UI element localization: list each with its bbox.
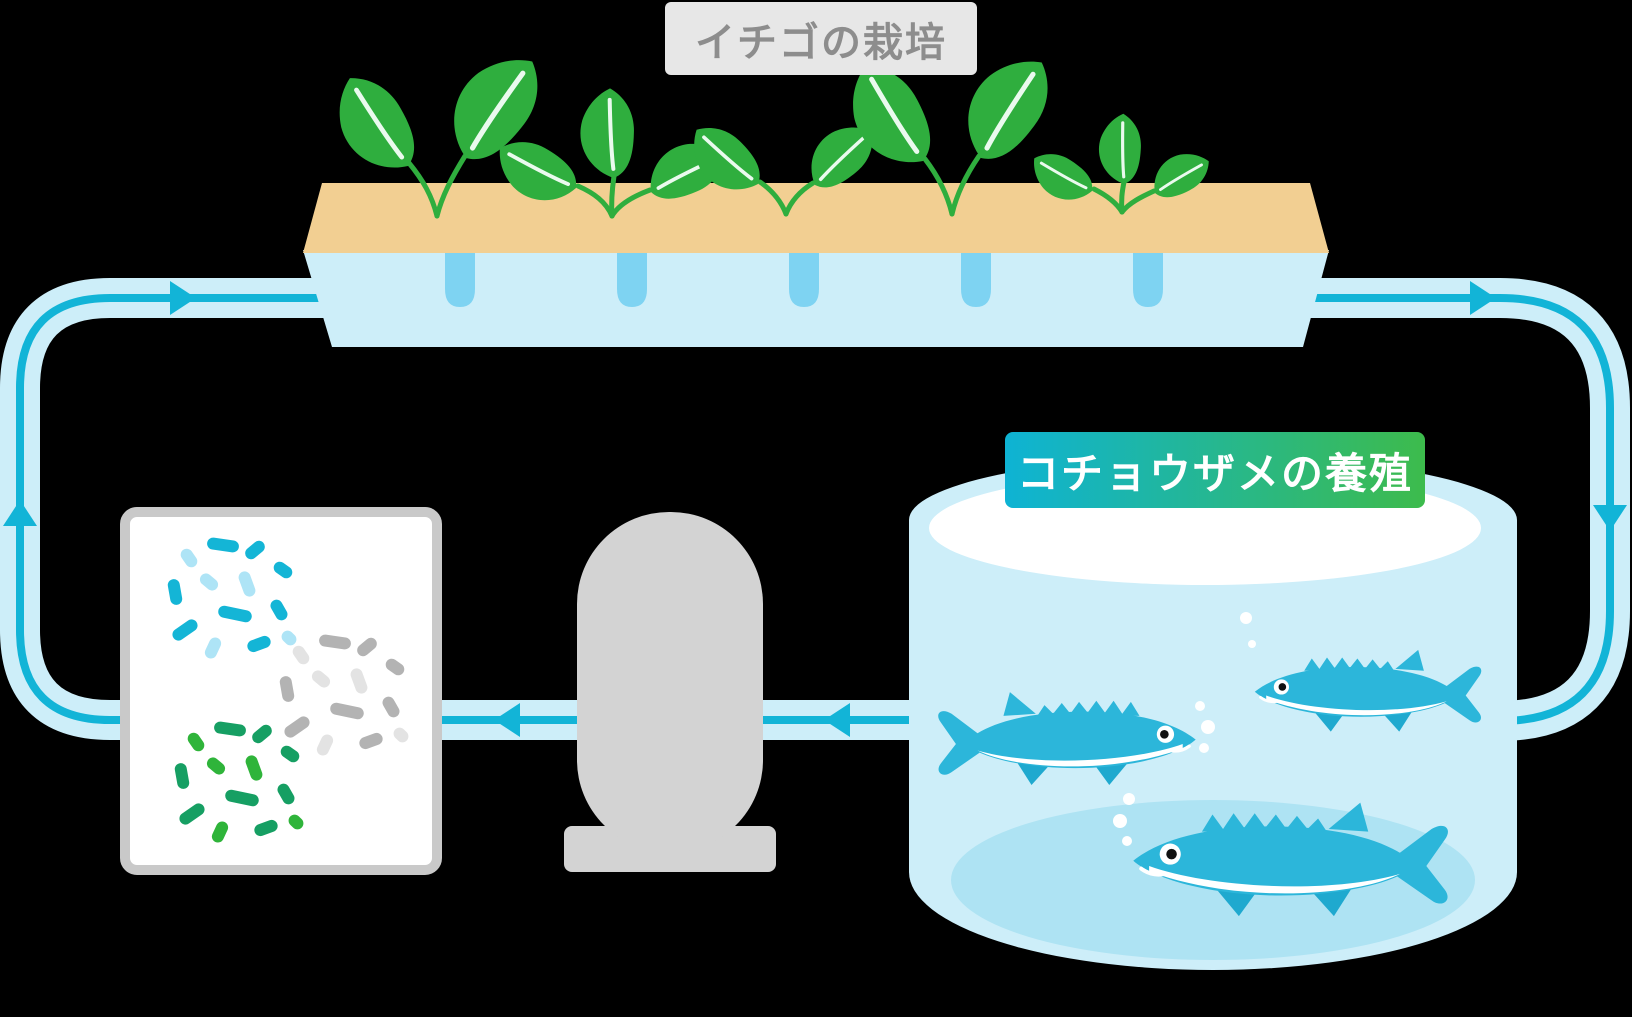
bacteria-cluster-green <box>174 721 304 843</box>
grow-bed-top <box>303 183 1329 253</box>
flow-arrow-left-bottom-2 <box>824 703 850 737</box>
plant-1 <box>318 38 555 219</box>
sturgeon-farming-label: コチョウザメの養殖 <box>1005 432 1425 508</box>
strawberry-grow-bed <box>303 183 1329 347</box>
flow-arrow-down-right <box>1593 505 1627 531</box>
bacteria-cluster-cyan <box>167 537 297 659</box>
flow-arrow-right-top-right <box>1470 281 1496 315</box>
sturgeon-fish-tank <box>909 456 1517 970</box>
bacteria-filter-box <box>120 507 442 875</box>
plant-4 <box>831 41 1064 217</box>
flow-arrow-right-top-left <box>170 281 196 315</box>
plant-3 <box>675 109 887 217</box>
pump-body <box>577 512 763 852</box>
bubbles <box>1113 612 1256 846</box>
bacteria-cluster-gray <box>279 634 409 756</box>
flow-arrow-up-left <box>3 500 37 526</box>
root-drips <box>445 253 1163 307</box>
plant-2 <box>484 87 736 219</box>
strawberry-plants <box>318 38 1218 219</box>
strawberry-cultivation-label: イチゴの栽培 <box>665 2 977 75</box>
plant-5 <box>1021 111 1218 215</box>
flow-arrow-left-bottom-1 <box>494 703 520 737</box>
water-pump <box>564 512 776 872</box>
